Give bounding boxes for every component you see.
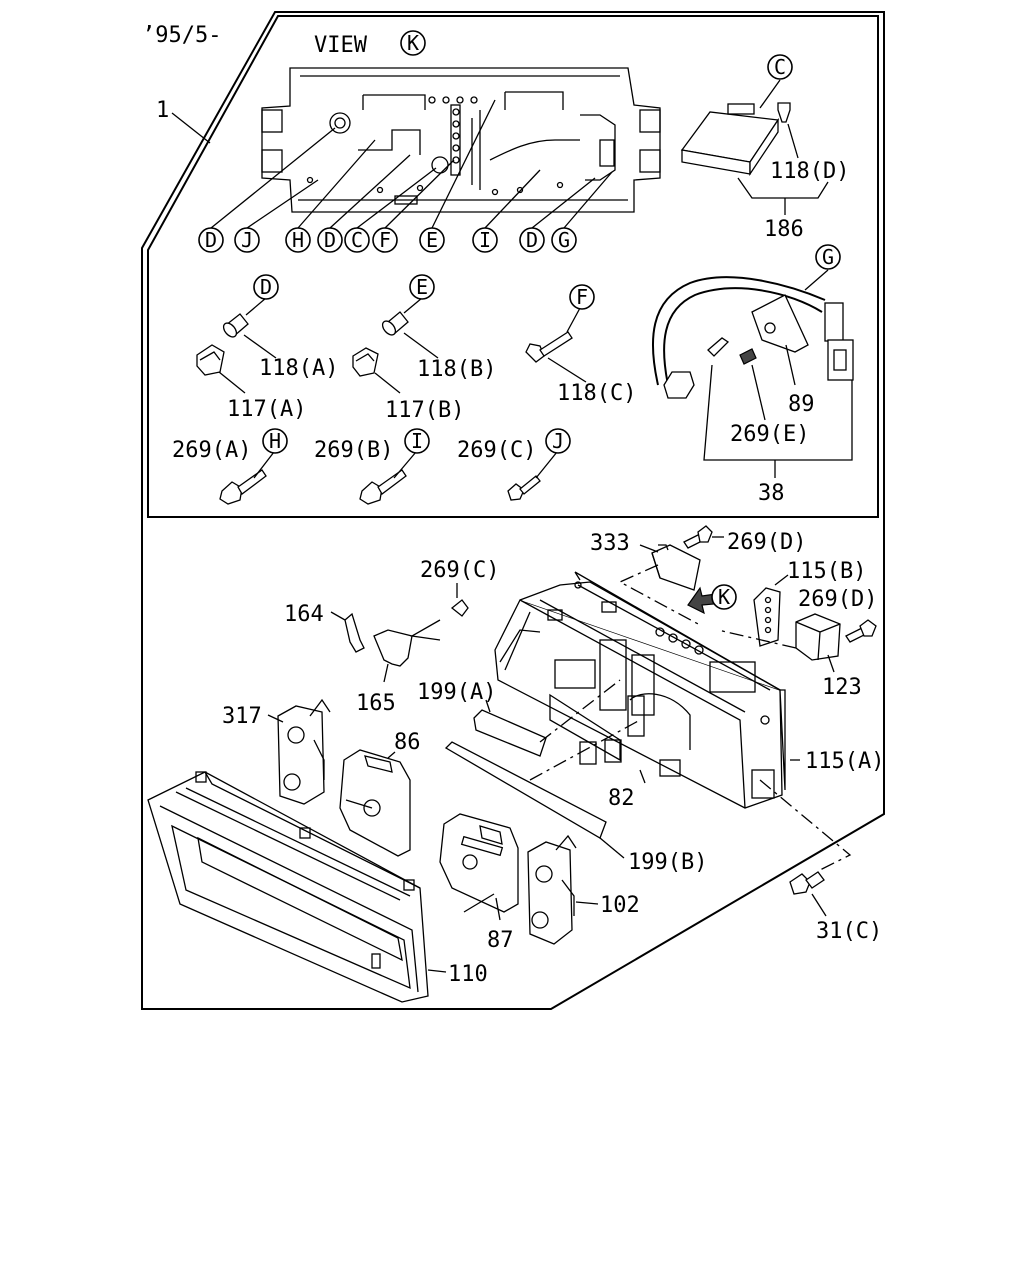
view-k-cluster-rear [261,67,661,213]
dial-86 [339,749,411,857]
bezel-110 [147,771,447,1003]
label-118b: 118(B) [417,357,496,382]
label-118a: 118(A) [259,356,338,381]
bulb-118c [525,307,587,383]
label-118c: 118(C) [557,381,636,406]
bracket-164 [330,611,365,653]
h-screw-circle [262,428,288,454]
label-118d: 118(D) [770,159,849,184]
label-269a: 269(A) [172,438,251,463]
j-screw-circle [545,428,571,454]
h-screw-letter: H [269,429,281,453]
label-199b: 199(B) [628,850,707,875]
e-bulb-letter: E [416,275,428,299]
label-86: 86 [394,730,421,755]
bulb-118b [381,297,439,359]
plate-199a [473,679,621,757]
label-269e: 269(E) [730,422,809,447]
label-110: 110 [448,962,488,987]
dial-87 [439,813,519,921]
d-bulb-letter: D [260,275,272,299]
svg-text:F: F [379,228,391,252]
svg-text:E: E [426,228,438,252]
svg-text:D: D [205,228,217,252]
label-269d-right: 269(D) [798,587,877,612]
e-bulb-circle [409,274,435,300]
label-165: 165 [356,691,396,716]
svg-text:J: J [241,228,253,252]
label-31c: 31(C) [816,919,882,944]
label-38: 38 [758,481,785,506]
plate-199b [444,719,641,859]
label-269c-mid: 269(C) [420,558,499,583]
socket-117a [196,344,246,394]
c-box-circle [767,54,793,80]
view-letter-circle [400,30,426,56]
label-317: 317 [222,704,262,729]
screw-269c-top [507,451,558,501]
leader-assembly [171,112,211,144]
label-269c-top: 269(C) [457,438,536,463]
view-row-leaders [210,99,613,229]
label-assembly: 1 [156,98,169,123]
view-box [147,15,879,518]
strip-115b [753,574,789,647]
label-117b: 117(B) [385,398,464,423]
label-186: 186 [764,217,804,242]
label-117a: 117(A) [227,397,306,422]
f-bulb-letter: F [576,285,588,309]
g-box-letter: G [822,245,834,269]
svg-text:C: C [351,228,363,252]
screw-269b [359,451,417,505]
meter-case-115a [494,571,786,809]
svg-text:H: H [292,228,304,252]
svg-text:D: D [526,228,538,252]
label-269d-top: 269(D) [727,530,806,555]
d-bulb-circle [253,274,279,300]
label-82: 82 [608,786,635,811]
screw-269d-right [845,619,877,643]
assembly-frame [141,11,885,1010]
svg-text:I: I [479,228,491,252]
harness-38 [651,269,854,478]
label-164: 164 [284,602,324,627]
label-87: 87 [487,928,514,953]
label-89: 89 [788,392,815,417]
label-199a: 199(A) [417,680,496,705]
leader-82 [639,769,646,784]
screw-269a [219,451,275,505]
view-title: VIEW [314,33,368,58]
module-186 [680,79,829,215]
gauge-102 [527,834,599,945]
label-115a: 115(A) [805,749,884,774]
label-333: 333 [590,531,630,556]
k-arrow-circle [711,584,737,610]
bulb-118a [222,297,277,359]
svg-text:G: G [558,228,570,252]
bracket-165 [373,619,441,683]
date-code: ’95/5- [142,23,221,48]
screw-31c [759,779,852,917]
label-123: 123 [822,675,862,700]
c-box-letter: C [774,55,786,79]
g-box-circle [815,244,841,270]
i-screw-letter: I [411,429,423,453]
part-333 [618,544,701,626]
screw-269d-top [683,525,724,549]
k-arrow-letter: K [718,585,730,609]
label-115b: 115(B) [787,559,866,584]
label-102: 102 [600,893,640,918]
view-row-letters: D J H D C F E I D G [198,227,577,253]
i-screw-circle [404,428,430,454]
screw-269c-mid [450,583,469,617]
box-123 [717,613,841,673]
gauge-317 [267,698,331,805]
socket-117b [352,347,401,394]
label-269b: 269(B) [314,438,393,463]
svg-text:D: D [324,228,336,252]
view-letter: K [407,31,419,55]
j-screw-letter: J [552,429,564,453]
f-bulb-circle [569,284,595,310]
